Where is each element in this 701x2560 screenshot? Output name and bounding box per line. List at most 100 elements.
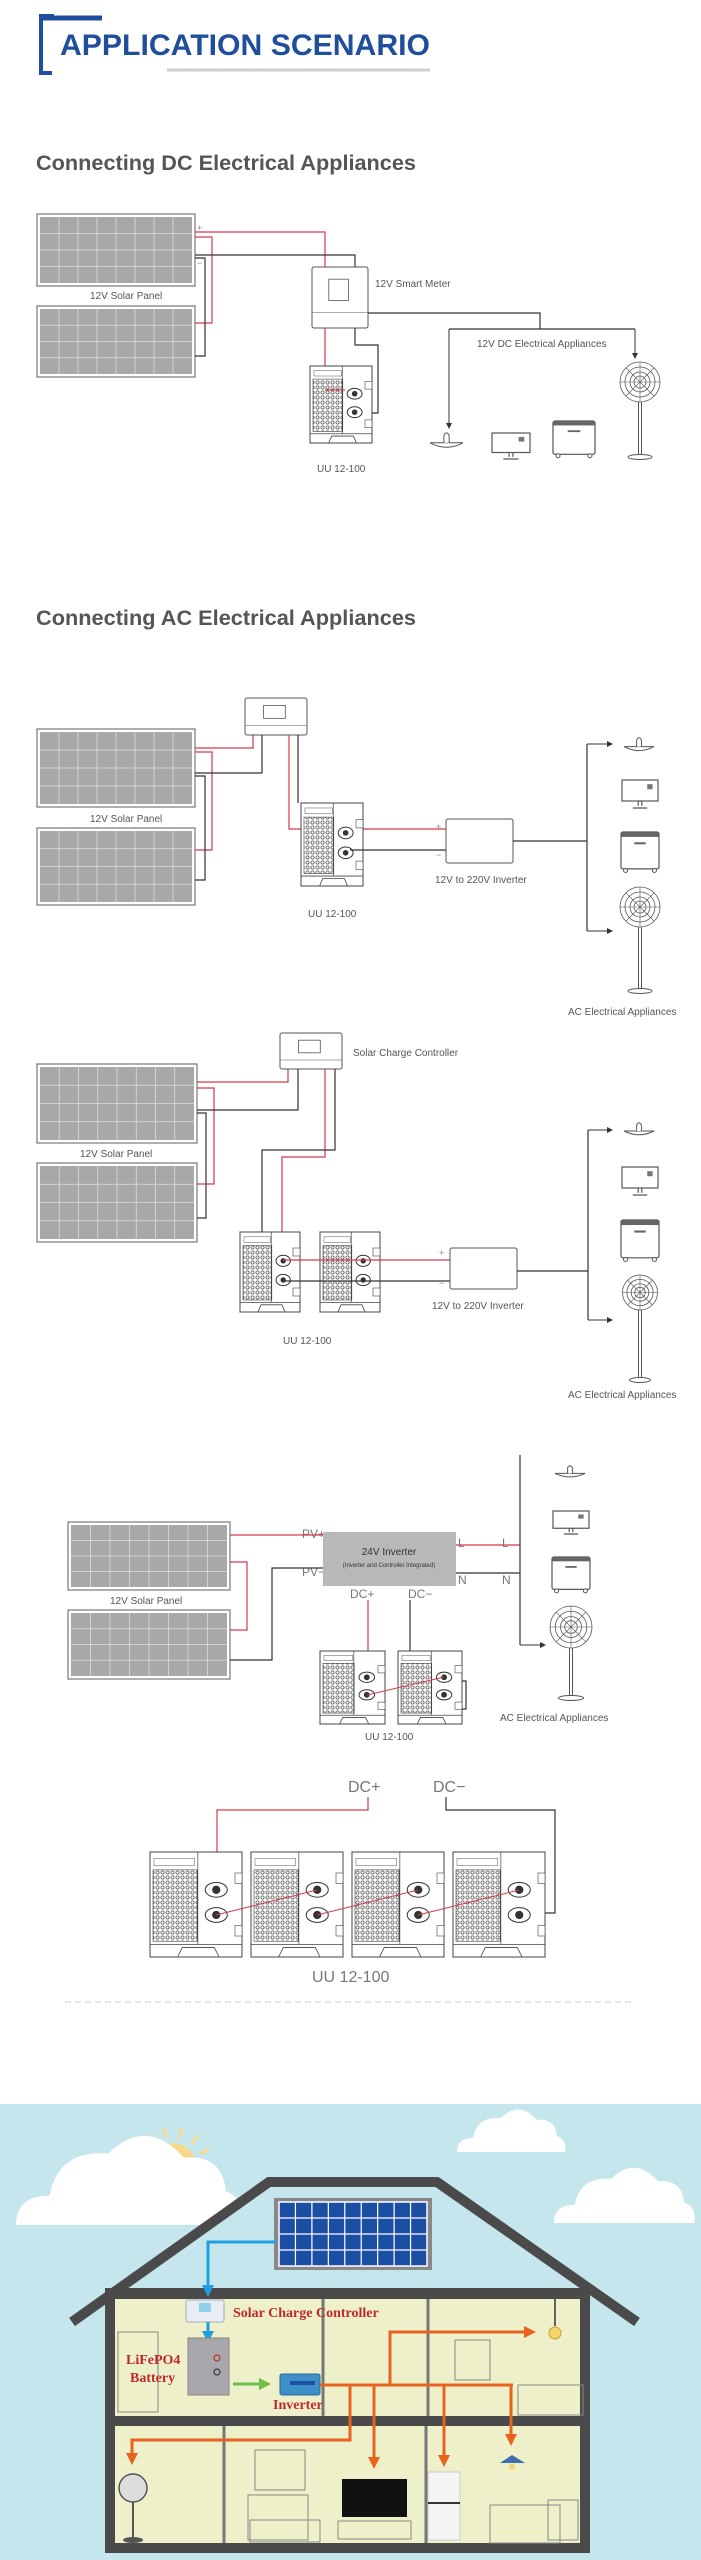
monitor-icon xyxy=(621,779,659,809)
battery-link-wire xyxy=(316,1889,419,1916)
monitor-icon xyxy=(621,1166,659,1196)
battery-unit xyxy=(239,1231,301,1313)
roof-solar-panel xyxy=(274,2198,432,2270)
standing-fan-icon xyxy=(622,1274,658,1383)
section-title-ac: Connecting AC Electrical Appliances xyxy=(36,607,416,630)
power-flow-line xyxy=(126,2385,352,2465)
fan-icon xyxy=(118,2473,148,2543)
solar-panel-label: 12V Solar Panel xyxy=(110,1596,182,1607)
inverter-label: 12V to 220V Inverter xyxy=(432,1301,524,1312)
terminal-minus: − xyxy=(197,258,202,268)
battery-unit xyxy=(397,1650,463,1725)
fridge-icon xyxy=(620,831,660,874)
positive-wire xyxy=(230,1561,248,1631)
battery-label: UU 12-100 xyxy=(317,464,366,475)
fridge-icon xyxy=(551,1556,591,1594)
positive-wire xyxy=(195,236,213,324)
negative-wire xyxy=(354,328,379,414)
solar-panel xyxy=(36,728,196,808)
smart-meter xyxy=(311,266,369,329)
inverter-title: 24V Inverter xyxy=(362,1547,417,1558)
standing-fan-icon xyxy=(619,886,661,994)
battery-unit xyxy=(309,365,373,444)
battery-link-wire xyxy=(215,1889,318,1916)
charge-controller-label: Solar Charge Controller xyxy=(353,1048,459,1059)
ceiling-lamp-icon xyxy=(623,1122,655,1136)
battery-label: UU 12-100 xyxy=(308,909,357,920)
terminal-minus: − xyxy=(436,850,441,860)
negative-wire xyxy=(197,1069,299,1111)
positive-wire xyxy=(288,735,446,830)
solar-panel xyxy=(36,1063,198,1144)
battery-unit xyxy=(319,1231,381,1313)
battery-label: UU 12-100 xyxy=(283,1336,332,1347)
dc-minus-label: DC− xyxy=(433,1779,465,1796)
cloud-icon xyxy=(554,2167,695,2223)
battery-unit xyxy=(149,1851,243,1958)
dc-appliances-diagram: Connecting DC Electrical Appliances 12V … xyxy=(36,152,661,475)
ac-appliances-diagram-1: Connecting AC Electrical Appliances 12V … xyxy=(36,607,676,1018)
terminal-minus: − xyxy=(439,1278,444,1288)
line-l-label: L xyxy=(502,1536,509,1550)
inverter-12v-220v xyxy=(449,1247,518,1290)
battery-link-wire xyxy=(366,1676,445,1696)
solar-panel xyxy=(67,1521,231,1591)
line-n-label: N xyxy=(502,1573,511,1587)
positive-wire xyxy=(216,1797,369,1885)
terminal-plus: + xyxy=(439,1248,444,1258)
solar-panel xyxy=(67,1609,231,1680)
illustration-battery-label-2: Battery xyxy=(130,2371,175,2386)
solar-panel xyxy=(36,305,196,378)
charge-controller xyxy=(244,697,308,736)
parallel-batteries-diagram: DC+ DC− UU 12-100 xyxy=(65,1779,635,2003)
inverter-24v-box xyxy=(323,1532,456,1586)
illustration-controller-label: Solar Charge Controller xyxy=(233,2306,379,2321)
fridge-icon xyxy=(620,1219,660,1262)
dc-minus-label: DC− xyxy=(408,1587,432,1601)
page-title: APPLICATION SCENARIO xyxy=(60,29,430,62)
solar-panel-label: 12V Solar Panel xyxy=(90,291,162,302)
inverter-l-terminal: L xyxy=(458,1536,465,1550)
standing-fan-icon xyxy=(549,1605,593,1701)
illustration-battery-label-1: LiFePO4 xyxy=(126,2353,180,2368)
standing-fan-icon xyxy=(619,361,661,460)
roof xyxy=(69,2177,640,2327)
inverter-label: 12V to 220V Inverter xyxy=(435,875,527,886)
inverter-12v-220v xyxy=(445,818,514,864)
inverter-subtitle: (Inverter and Controller Integrated) xyxy=(343,1563,435,1569)
pv-minus-label: PV− xyxy=(302,1565,325,1579)
battery-unit xyxy=(319,1650,386,1725)
section-title-dc: Connecting DC Electrical Appliances xyxy=(36,152,416,175)
solar-panel-label: 12V Solar Panel xyxy=(80,1149,152,1160)
solar-panel xyxy=(36,213,196,287)
title-bracket xyxy=(39,14,54,75)
negative-wire xyxy=(195,735,263,774)
tv-icon xyxy=(337,2479,412,2540)
solar-panel xyxy=(36,827,196,906)
ceiling-lamp-icon xyxy=(623,737,655,752)
inverter-24v: 24V Inverter (Inverter and Controller Int… xyxy=(323,1532,456,1586)
page-header: APPLICATION SCENARIO xyxy=(39,14,430,75)
battery-unit xyxy=(351,1851,445,1958)
solar-flow-arrow xyxy=(202,2240,276,2297)
terminal-plus: + xyxy=(436,822,441,832)
dc-appliances-label: 12V DC Electrical Appliances xyxy=(477,339,607,350)
negative-wire xyxy=(195,775,206,881)
home-solar-illustration: Solar Charge Controller LiFePO4 Battery … xyxy=(0,2104,701,2560)
lifepo4-battery-icon xyxy=(187,2337,230,2396)
positive-wire xyxy=(281,1069,326,1258)
cloud-icon xyxy=(16,2135,244,2225)
negative-wire xyxy=(195,257,206,357)
battery-unit xyxy=(250,1851,344,1958)
battery-unit xyxy=(452,1851,546,1958)
charge-controller-icon xyxy=(185,2299,225,2323)
battery-label: UU 12-100 xyxy=(312,1969,389,1986)
ac-appliances-label: AC Electrical Appliances xyxy=(568,1390,676,1401)
negative-wire xyxy=(230,1567,323,1661)
negative-wire xyxy=(197,1112,207,1219)
positive-wire xyxy=(195,231,326,267)
terminal-plus: + xyxy=(197,223,202,233)
ac-appliances-diagram-3: 12V Solar Panel PV+ PV− L L N N DC+ DC− … xyxy=(67,1455,608,1743)
battery-label: UU 12-100 xyxy=(365,1732,414,1743)
